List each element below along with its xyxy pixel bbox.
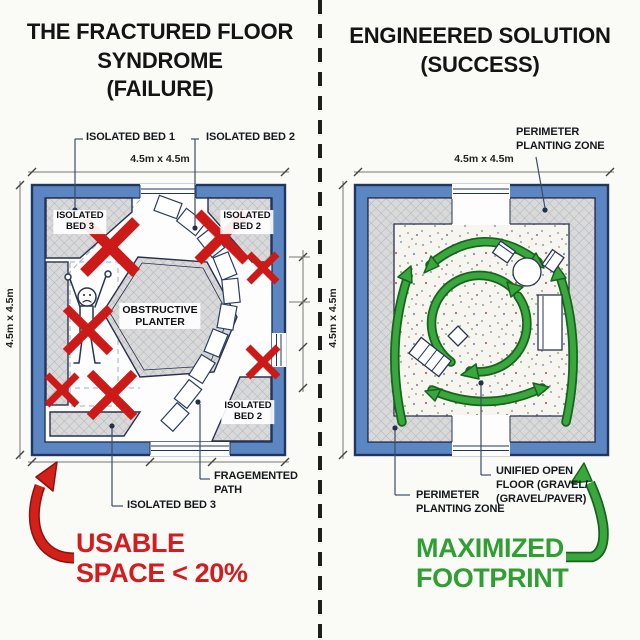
red-x-marks [44,209,281,421]
label-isolated-bed-2-bottom: ISOLATED BED 2 [221,400,275,424]
left-verdict: USABLE SPACE < 20% [76,528,248,589]
green-verdict-arrow [566,462,609,563]
label-obstructive-planter: OBSTRUCTIVE PLANTER [119,302,201,330]
side-table [447,325,469,347]
left-dimension-top: 4.5m x 4.5m [130,153,190,165]
red-x-icon [246,251,280,285]
label-isolated-bed-2-top: ISOLATED BED 2 [220,210,274,234]
right-plan-dimensions [338,167,615,460]
right-plan [338,156,615,563]
callout-isolated-bed-1: ISOLATED BED 1 [86,131,175,143]
right-verdict: MAXIMIZED FOOTPRINT [416,533,569,594]
patio-furniture [407,240,565,378]
callout-isolated-bed-3: ISOLATED BED 3 [127,499,216,511]
right-dimension-side: 4.5m x 4.5m [327,288,339,348]
callout-perimeter-planting-top: PERIMETER PLANTING ZONE [516,126,605,152]
left-callout-leaders [72,138,210,507]
right-dimension-top: 4.5m x 4.5m [454,153,514,165]
center-divider [318,0,322,640]
right-callout-leaders [392,156,548,496]
callout-perimeter-planting-bottom: PERIMETER PLANTING ZONE [416,489,505,515]
red-x-icon [245,344,281,380]
chair [541,248,565,274]
chair [491,240,517,264]
right-title: ENGINEERED SOLUTION (SUCCESS) [349,23,611,77]
red-verdict-arrow [28,461,75,564]
callout-unified-open-floor: UNIFIED OPEN FLOOR (GRAVEL/ (GRAVEL/PAVE… [496,465,588,505]
bench [537,294,563,351]
bistro-table [512,257,542,287]
label-isolated-bed-3: ISOLATED BED 3 [53,210,107,234]
red-x-icon [62,304,114,356]
left-title: THE FRACTURED FLOOR SYNDROME (FAILURE) [26,19,294,102]
callout-fragmented-path: FRAGEMENTED PATH [214,470,298,496]
red-x-icon [44,372,80,408]
left-plan-dimensions [15,167,310,467]
left-dimension-side: 4.5m x 4.5m [4,288,16,348]
callout-isolated-bed-2: ISOLATED BED 2 [206,131,295,143]
lounger [407,336,453,378]
red-x-icon [86,369,138,421]
